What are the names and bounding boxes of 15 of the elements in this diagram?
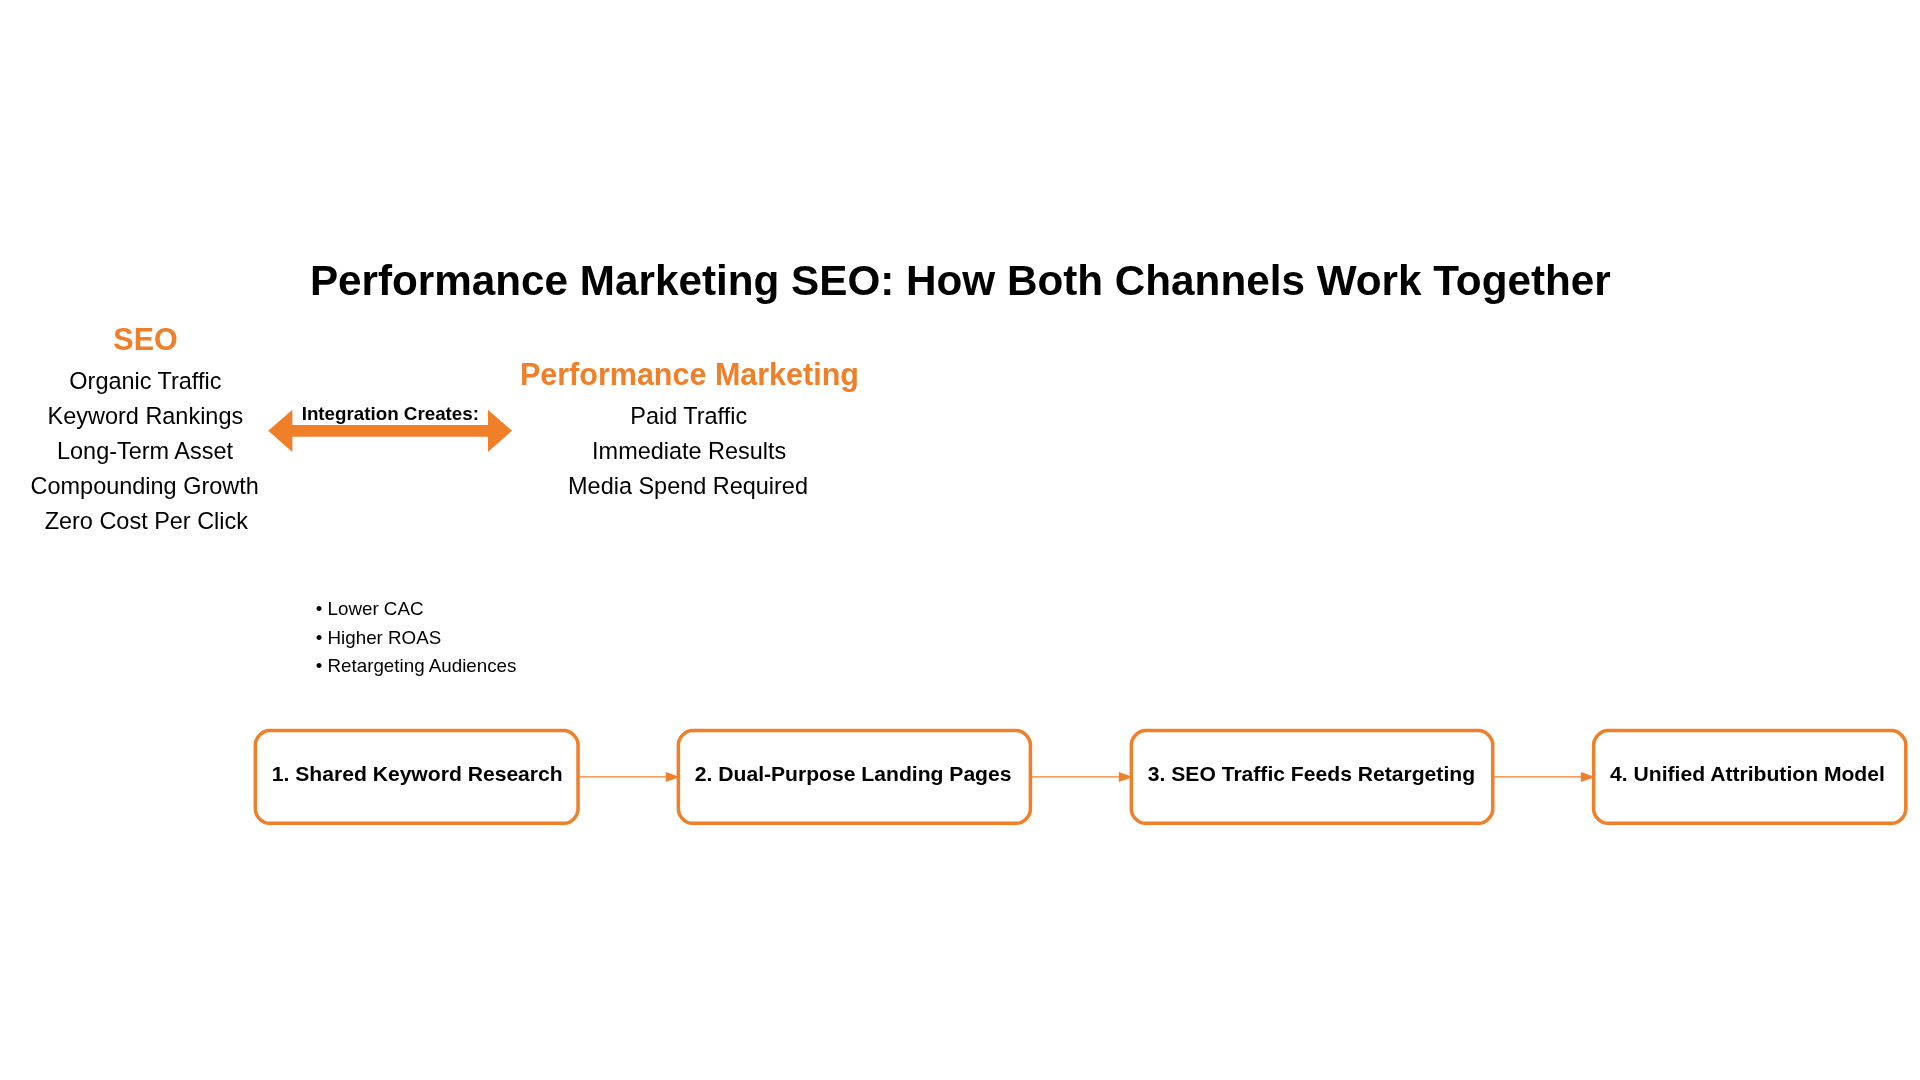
label: • Higher ROAS — [315, 626, 442, 648]
label: • Lower CAC — [315, 597, 424, 619]
arrow — [268, 409, 513, 452]
diagram-title: Performance Marketing SEO: How Both Channels Work Together — [309, 256, 1611, 304]
arrow — [577, 771, 680, 782]
arrow — [1029, 771, 1133, 782]
node-text: SEO Organic Traffic Keyword Rankings Long-Term Asset Compounding Growth Zero Cost Per Click — [30, 321, 259, 534]
node-box: 1. Shared Keyword Research — [253, 728, 580, 825]
arrow — [1492, 771, 1595, 782]
edge-label: Integration Creates: — [301, 402, 479, 424]
node-box: 2. Dual-Purpose Landing Pages — [676, 728, 1033, 825]
node-text: Performance Marketing Paid Traffic Immediate Results Media Spend Required — [519, 356, 859, 499]
node-box: 3. SEO Traffic Feeds Retargeting — [1129, 728, 1495, 825]
node-box: 4. Unified Attribution Model — [1591, 728, 1908, 825]
label: • Retargeting Audiences — [315, 654, 517, 676]
